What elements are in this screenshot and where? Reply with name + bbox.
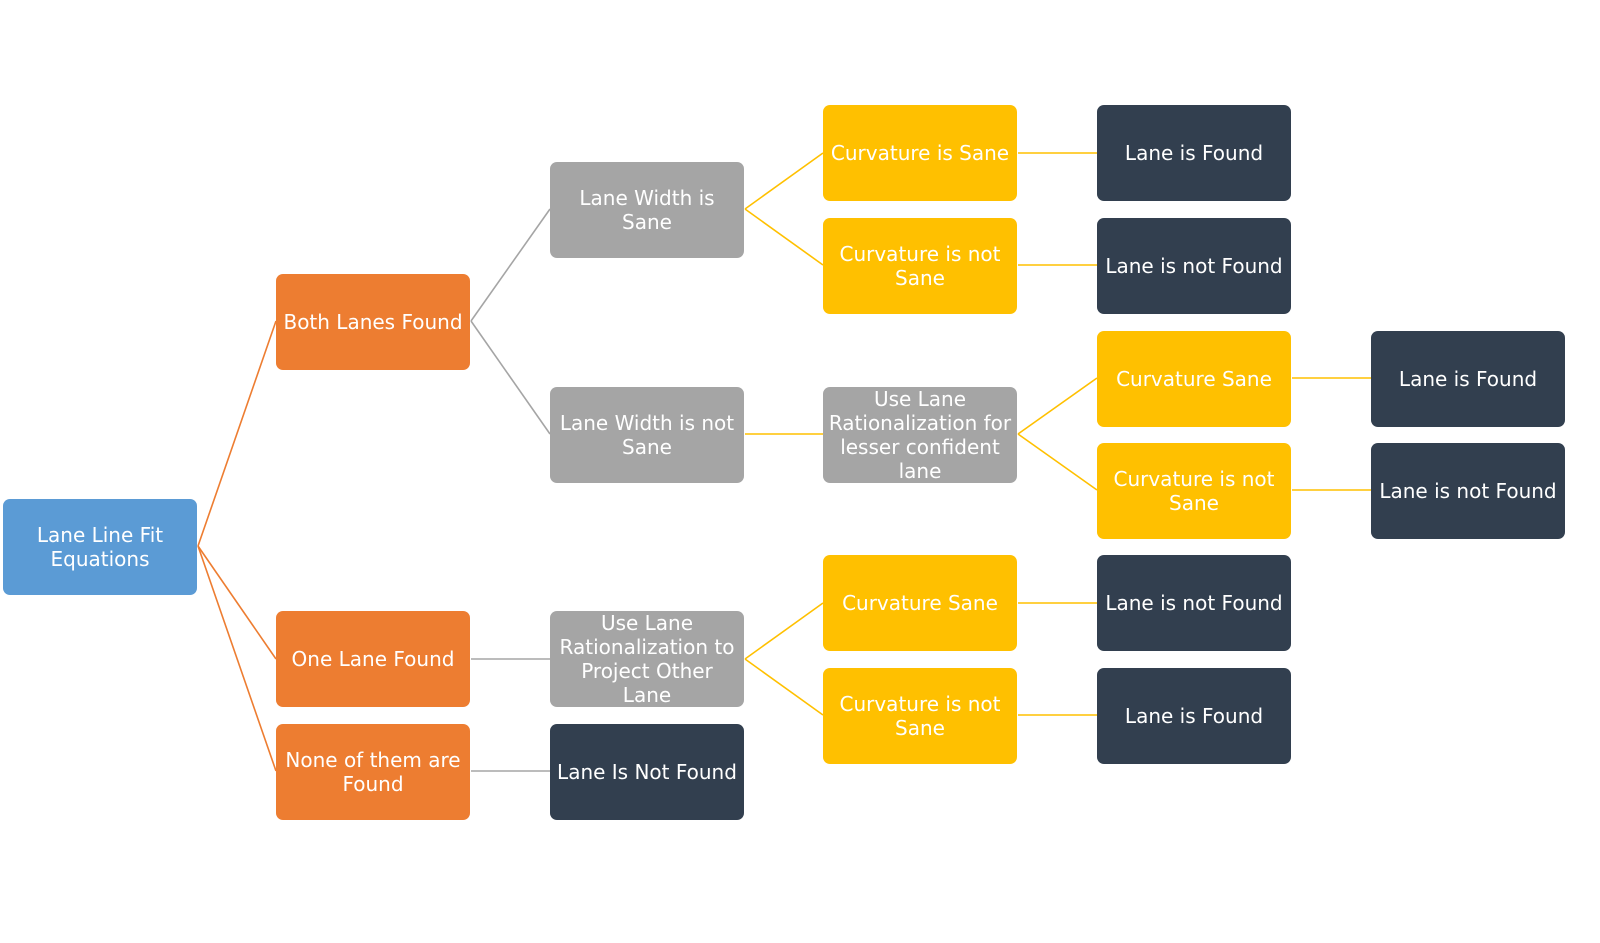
node-result-found-a: Lane is Found [1097,105,1291,201]
node-result-not-found-b: Lane is not Found [1371,443,1565,539]
link-both-width-sane [470,208,551,322]
node-one-lane-found: One Lane Found [276,611,470,707]
link-rationalize-curv-not-sane [1017,433,1098,491]
node-curvature-sane-one: Curvature Sane [823,555,1017,651]
node-result-not-found-a: Lane is not Found [1097,218,1291,314]
node-project-other-lane: Use Lane Rationalization to Project Othe… [550,611,744,707]
link-rationalize-curv-sane [1017,377,1098,435]
node-curvature-sane-a: Curvature is Sane [823,105,1017,201]
node-root: Lane Line Fit Equations [3,499,197,595]
node-result-found-b: Lane is Found [1371,331,1565,427]
link-width-curv-not-sane [744,208,824,266]
node-curvature-sane-b: Curvature Sane [1097,331,1291,427]
node-lane-not-found-none: Lane Is Not Found [550,724,744,820]
node-none-found: None of them are Found [276,724,470,820]
node-lane-width-sane: Lane Width is Sane [550,162,744,258]
node-result-not-found-one: Lane is not Found [1097,555,1291,651]
link-root-none [197,545,277,772]
node-curvature-not-sane-a: Curvature is not Sane [823,218,1017,314]
link-root-one [197,545,277,660]
link-width-curv-sane [744,152,824,210]
node-lane-width-not-sane: Lane Width is not Sane [550,387,744,483]
link-project-curv-sane [744,602,824,660]
node-curvature-not-sane-one: Curvature is not Sane [823,668,1017,764]
node-both-lanes-found: Both Lanes Found [276,274,470,370]
link-root-both [197,320,277,547]
node-result-found-one: Lane is Found [1097,668,1291,764]
node-curvature-not-sane-b: Curvature is not Sane [1097,443,1291,539]
link-project-curv-not-sane [744,658,824,716]
node-rationalize-lesser-lane: Use Lane Rationalization for lesser conf… [823,387,1017,483]
link-both-width-not-sane [470,320,551,435]
